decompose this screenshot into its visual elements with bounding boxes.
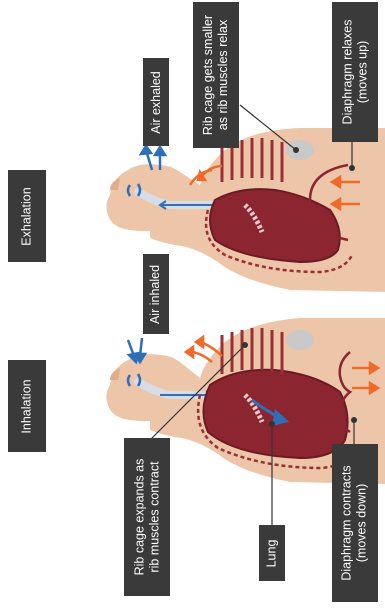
- rib-smaller-label: Rib cage gets smaller as rib muscles rel…: [193, 2, 239, 148]
- lung-label-text: Lung: [265, 539, 280, 567]
- inhalation-ribs: [222, 328, 282, 374]
- air-exhaled-text: Air exhaled: [149, 71, 164, 134]
- diaphragm-contracts-label: Diaphragm contracts (moves down): [332, 444, 378, 602]
- diaphragm-relaxes-text: Diaphragm relaxes (moves up): [340, 20, 370, 125]
- exhalation-shoulder: [286, 140, 314, 160]
- lung-label: Lung: [259, 525, 285, 581]
- air-inhaled-text: Air inhaled: [149, 264, 164, 323]
- inhalation-heading: Inhalation: [8, 360, 46, 452]
- inhalation-shoulder: [286, 330, 314, 350]
- exhalation-heading-text: Exhalation: [20, 187, 35, 245]
- rib-expands-label: Rib cage expands as rib muscles contract: [124, 438, 170, 596]
- diaphragm-contracts-text: Diaphragm contracts (moves down): [340, 465, 370, 580]
- inhalation-heading-text: Inhalation: [20, 379, 35, 433]
- rib-smaller-text: Rib cage gets smaller as rib muscles rel…: [201, 15, 231, 135]
- air-exhaled-label: Air exhaled: [143, 58, 169, 146]
- rib-expands-text: Rib cage expands as rib muscles contract: [132, 459, 162, 576]
- air-inhaled-label: Air inhaled: [143, 254, 169, 334]
- diaphragm-relaxes-label: Diaphragm relaxes (moves up): [332, 2, 378, 142]
- exhalation-heading: Exhalation: [8, 170, 46, 262]
